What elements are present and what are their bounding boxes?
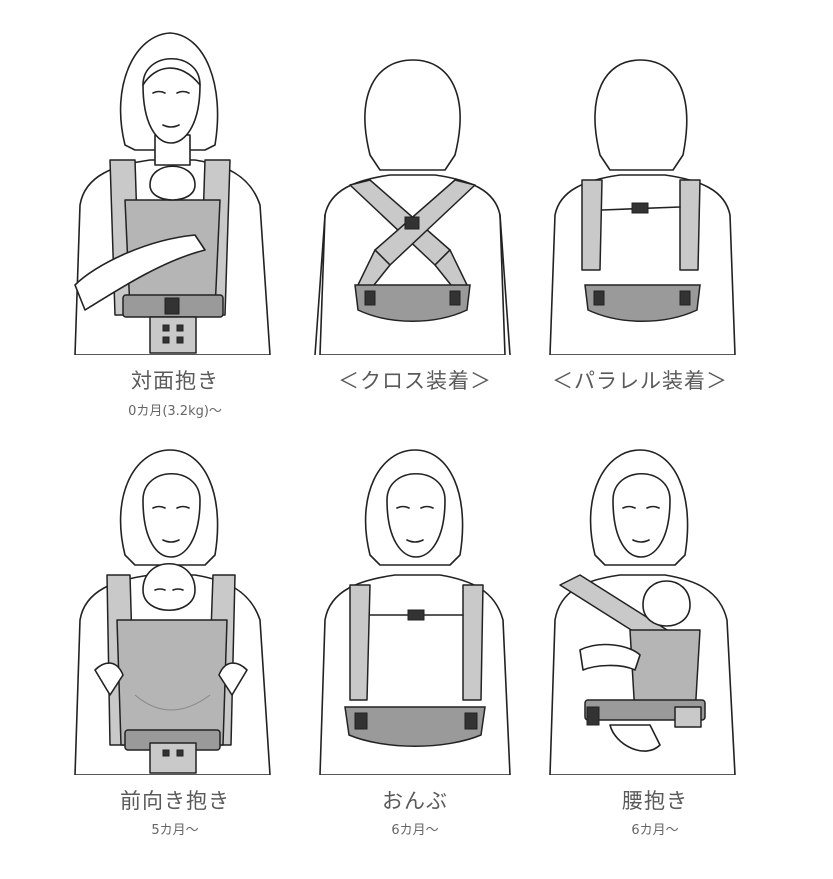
cross-back-illustration: [314, 59, 511, 355]
position-cross-back: ＜クロス装着＞: [295, 25, 535, 425]
position-title: おんぶ: [382, 789, 448, 813]
position-title: 前向き抱き: [120, 789, 230, 813]
position-hip-carry: 腰抱き 6カ月～: [535, 445, 775, 865]
back-carry-illustration: [319, 449, 511, 775]
position-title: 対面抱き: [131, 369, 219, 393]
front-outward-illustration: [74, 449, 271, 775]
front-inward-illustration: [74, 32, 271, 355]
position-front-inward: 対面抱き 0カ月(3.2kg)～: [55, 25, 295, 425]
position-subtitle: 6カ月～: [631, 823, 679, 838]
position-subtitle: 5カ月～: [151, 823, 199, 838]
parallel-back-illustration: [549, 59, 736, 355]
position-title: ＜パラレル装着＞: [552, 369, 728, 393]
position-subtitle: 0カ月(3.2kg)～: [128, 404, 222, 419]
position-subtitle: 6カ月～: [391, 823, 439, 838]
position-title: 腰抱き: [622, 789, 688, 813]
position-back-carry: おんぶ 6カ月～: [295, 445, 535, 865]
position-title: ＜クロス装着＞: [338, 369, 492, 393]
position-parallel-back: ＜パラレル装着＞: [520, 25, 760, 425]
position-front-outward: 前向き抱き 5カ月～: [55, 445, 295, 865]
hip-carry-illustration: [549, 449, 736, 775]
